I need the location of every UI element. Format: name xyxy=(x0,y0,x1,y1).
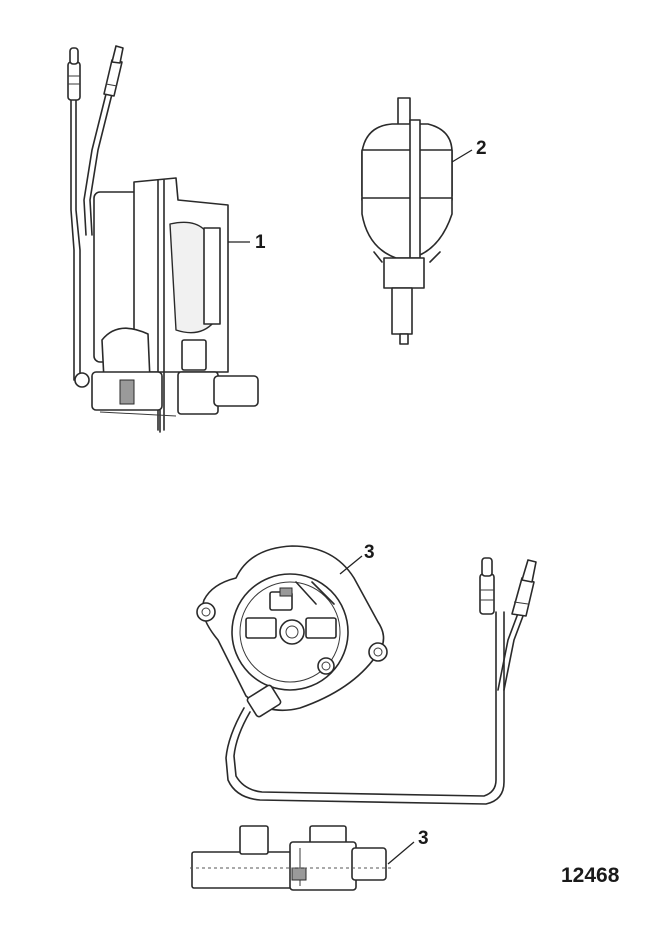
part-3-side-view xyxy=(190,825,392,891)
callout-2-leader xyxy=(451,149,473,163)
figure-id: 12468 xyxy=(561,864,620,887)
part-1-wire-leads xyxy=(67,45,124,381)
part-2-capacitor xyxy=(361,97,453,345)
callout-3-bottom-leader xyxy=(387,841,415,865)
callout-3-top-leader xyxy=(339,555,363,575)
callout-3-bottom: 3 xyxy=(418,828,429,849)
outlet-fitting xyxy=(213,375,259,407)
part-1-motor-assembly xyxy=(67,45,259,433)
callout-3-top: 3 xyxy=(364,542,375,563)
callout-2: 2 xyxy=(476,138,487,159)
callout-1: 1 xyxy=(255,232,266,253)
part-3-end-plate xyxy=(196,545,537,805)
